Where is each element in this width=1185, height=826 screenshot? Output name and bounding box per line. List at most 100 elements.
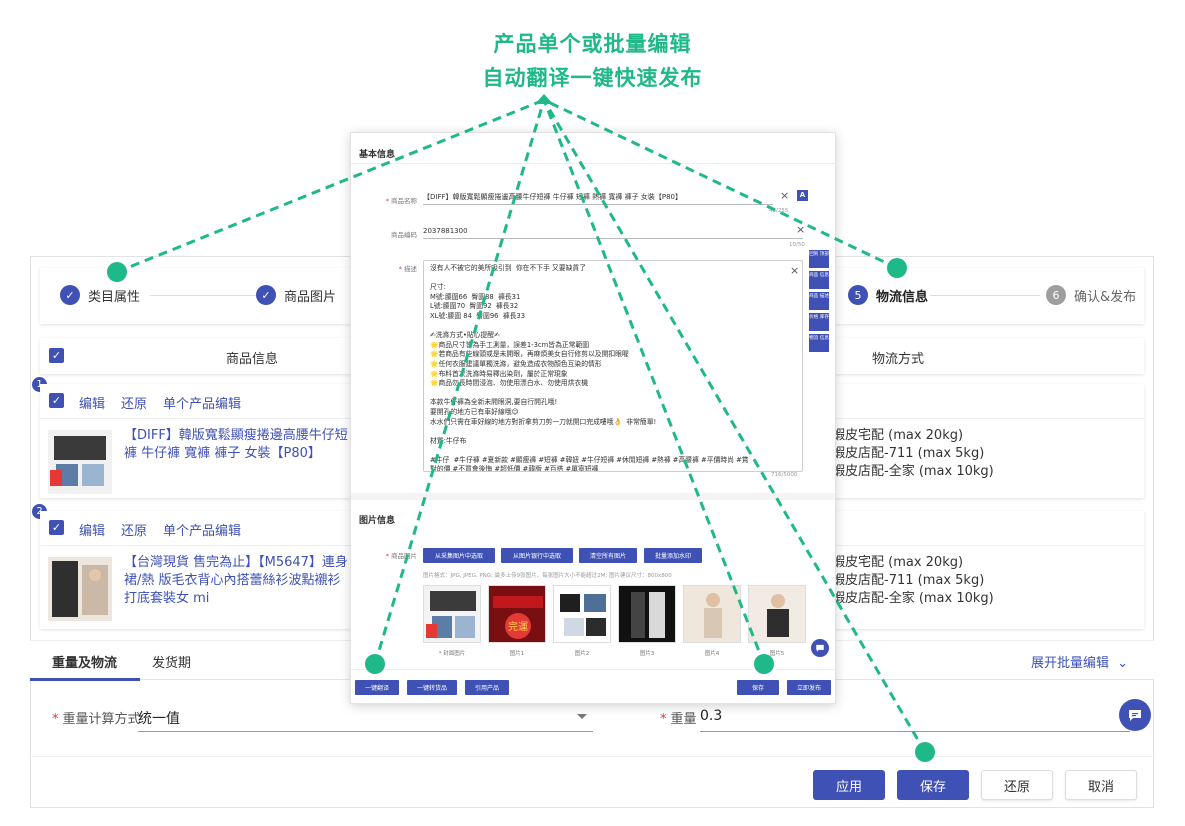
side-nav-top[interactable]: 回到 顶部 xyxy=(809,250,829,268)
convert-to-goods-button[interactable]: 一键转货品 xyxy=(407,680,457,695)
expand-batch-edit-link[interactable]: 展开批量编辑 ⌄ xyxy=(1031,652,1128,671)
image-slot-5[interactable] xyxy=(748,585,806,643)
add-watermark-button[interactable]: 批量添加水印 xyxy=(644,548,702,563)
active-tab-indicator xyxy=(30,678,140,681)
one-click-translate-button[interactable]: 一键翻译 xyxy=(355,680,399,695)
image-info-title: 图片信息 xyxy=(359,516,396,526)
image-caption: 图片3 xyxy=(639,651,655,657)
code-counter: 10/50 xyxy=(789,242,805,248)
product-name-input[interactable]: 【DIFF】韓版寬鬆顯瘦捲邊高腰牛仔短褲 牛仔褲 短褲 熱褲 寬褲 褲子 女裝【… xyxy=(423,191,773,205)
basic-info-title: 基本信息 xyxy=(359,150,396,160)
calc-method-value: 统一值 xyxy=(138,711,180,727)
step-confirm[interactable]: 6 确认&发布 xyxy=(1046,285,1136,305)
select-all-checkbox[interactable]: ✓ xyxy=(49,348,64,363)
column-shipping: 物流方式 xyxy=(872,352,925,367)
step-number: 6 xyxy=(1046,285,1066,305)
product-thumbnail xyxy=(48,557,112,621)
calc-method-label: *重量计算方式 xyxy=(52,712,141,727)
step-label: 类目属性 xyxy=(88,289,141,305)
step-category[interactable]: ✓ 类目属性 xyxy=(60,285,140,305)
pick-collected-image-button[interactable]: 从采集图片中选取 xyxy=(423,548,495,563)
divider xyxy=(351,163,835,164)
check-icon: ✓ xyxy=(256,285,276,305)
chat-button[interactable] xyxy=(1119,699,1151,731)
product-code-input[interactable]: 2037881300 xyxy=(423,225,803,239)
arrow-head-icon xyxy=(535,94,553,104)
edit-link[interactable]: 编辑 xyxy=(79,524,106,539)
modal-chat-button[interactable] xyxy=(811,639,829,657)
section-separator xyxy=(351,493,835,500)
chat-icon xyxy=(1129,710,1141,721)
side-nav-info[interactable]: 商品 信息 xyxy=(809,271,829,289)
image-slot-3[interactable] xyxy=(618,585,676,643)
name-counter: 43/255 xyxy=(769,208,789,214)
column-product-info: 商品信息 xyxy=(226,352,279,367)
image-caption: * 封面图片 xyxy=(438,651,466,657)
cancel-button[interactable]: 取消 xyxy=(1065,770,1137,800)
image-slot-4[interactable] xyxy=(683,585,741,643)
clear-icon[interactable]: × xyxy=(790,264,800,277)
edit-link[interactable]: 编辑 xyxy=(79,397,106,412)
product-title-link[interactable]: 【DIFF】韓版寬鬆顯瘦捲邊高腰牛仔短褲 牛仔褲 寬褲 褲子 女裝【P80】 xyxy=(124,428,348,461)
step-label: 物流信息 xyxy=(876,289,929,305)
restore-link[interactable]: 还原 xyxy=(121,524,148,539)
side-nav-logistics[interactable]: 物流 信息 xyxy=(809,334,829,352)
description-textarea[interactable]: 沒有人不被它的美所吸引到 你在不下手 又要缺貨了 尺寸: M號:腰圍66 臀圍8… xyxy=(423,260,803,472)
restore-button[interactable]: 还原 xyxy=(981,770,1053,800)
product-image xyxy=(619,586,675,642)
reference-product-button[interactable]: 引用产品 xyxy=(465,680,509,695)
shipping-methods: 蝦皮宅配 (max 20kg) 蝦皮店配-711 (max 5kg) 蝦皮店配-… xyxy=(832,554,994,608)
calc-method-select[interactable]: 统一值 xyxy=(138,708,593,732)
model-image xyxy=(684,586,740,642)
publish-now-button[interactable]: 立即发布 xyxy=(787,680,831,695)
row-checkbox[interactable]: ✓ xyxy=(49,393,64,408)
desc-counter: 716/5000 xyxy=(771,472,798,478)
image-caption: 图片2 xyxy=(574,651,590,657)
restore-link[interactable]: 还原 xyxy=(121,397,148,412)
image-slot-1[interactable]: 完運 xyxy=(488,585,546,643)
chevron-down-icon: ⌄ xyxy=(1117,656,1128,671)
product-thumbnail xyxy=(48,430,112,494)
translate-a-icon[interactable]: A xyxy=(797,190,808,201)
image-caption: 图片5 xyxy=(769,651,785,657)
tab-ship-period[interactable]: 发货期 xyxy=(152,656,192,671)
shipping-item: 蝦皮店配-全家 (max 10kg) xyxy=(832,591,994,606)
side-nav-price[interactable]: 价格 库存 xyxy=(809,313,829,331)
shipping-item: 蝦皮店配-711 (max 5kg) xyxy=(832,446,985,461)
apply-button[interactable]: 应用 xyxy=(813,770,885,800)
side-nav-desc[interactable]: 商品 描述 xyxy=(809,292,829,310)
step-label: 确认&发布 xyxy=(1074,289,1137,305)
shipping-methods: 蝦皮宅配 (max 20kg) 蝦皮店配-711 (max 5kg) 蝦皮店配-… xyxy=(832,427,994,481)
row-checkbox[interactable]: ✓ xyxy=(49,520,64,535)
model-image xyxy=(749,586,805,642)
step-number: 5 xyxy=(848,285,868,305)
expand-label: 展开批量编辑 xyxy=(1030,656,1109,671)
image-slot-cover[interactable] xyxy=(423,585,481,643)
code-label: 商品编码 xyxy=(391,231,417,239)
shipping-item: 蝦皮宅配 (max 20kg) xyxy=(832,428,964,443)
product-image xyxy=(554,586,610,642)
desc-label: *描述 xyxy=(398,265,417,273)
weight-input[interactable]: 0.3 xyxy=(700,708,1130,732)
name-label: *商品名称 xyxy=(385,197,417,205)
shipping-item: 蝦皮店配-全家 (max 10kg) xyxy=(832,464,994,479)
step-logistics[interactable]: 5 物流信息 xyxy=(848,285,928,305)
shipping-item: 蝦皮宅配 (max 20kg) xyxy=(832,555,964,570)
clear-icon[interactable]: × xyxy=(780,189,790,202)
clear-images-button[interactable]: 清空所有图片 xyxy=(579,548,637,563)
product-edit-modal: 基本信息 *商品名称 【DIFF】韓版寬鬆顯瘦捲邊高腰牛仔短褲 牛仔褲 短褲 熱… xyxy=(350,132,836,704)
svg-text:完運: 完運 xyxy=(508,620,528,633)
modal-save-button[interactable]: 保存 xyxy=(737,680,779,695)
pick-bank-image-button[interactable]: 从图片银行中选取 xyxy=(501,548,573,563)
caret-down-icon xyxy=(577,714,587,719)
image-slot-2[interactable] xyxy=(553,585,611,643)
product-title-link[interactable]: 【台灣現貨 售完為止】【M5647】連身裙/熱 版毛衣背心內搭蕾絲衫波點襯衫打底… xyxy=(124,555,348,606)
weight-value: 0.3 xyxy=(700,708,723,724)
single-edit-link[interactable]: 单个产品编辑 xyxy=(163,524,242,539)
single-edit-link[interactable]: 单个产品编辑 xyxy=(163,397,242,412)
save-button[interactable]: 保存 xyxy=(897,770,969,800)
step-images[interactable]: ✓ 商品图片 xyxy=(256,285,336,305)
step-label: 商品图片 xyxy=(284,289,337,305)
clear-icon[interactable]: × xyxy=(796,223,806,236)
tab-weight-logistics[interactable]: 重量及物流 xyxy=(52,656,118,671)
